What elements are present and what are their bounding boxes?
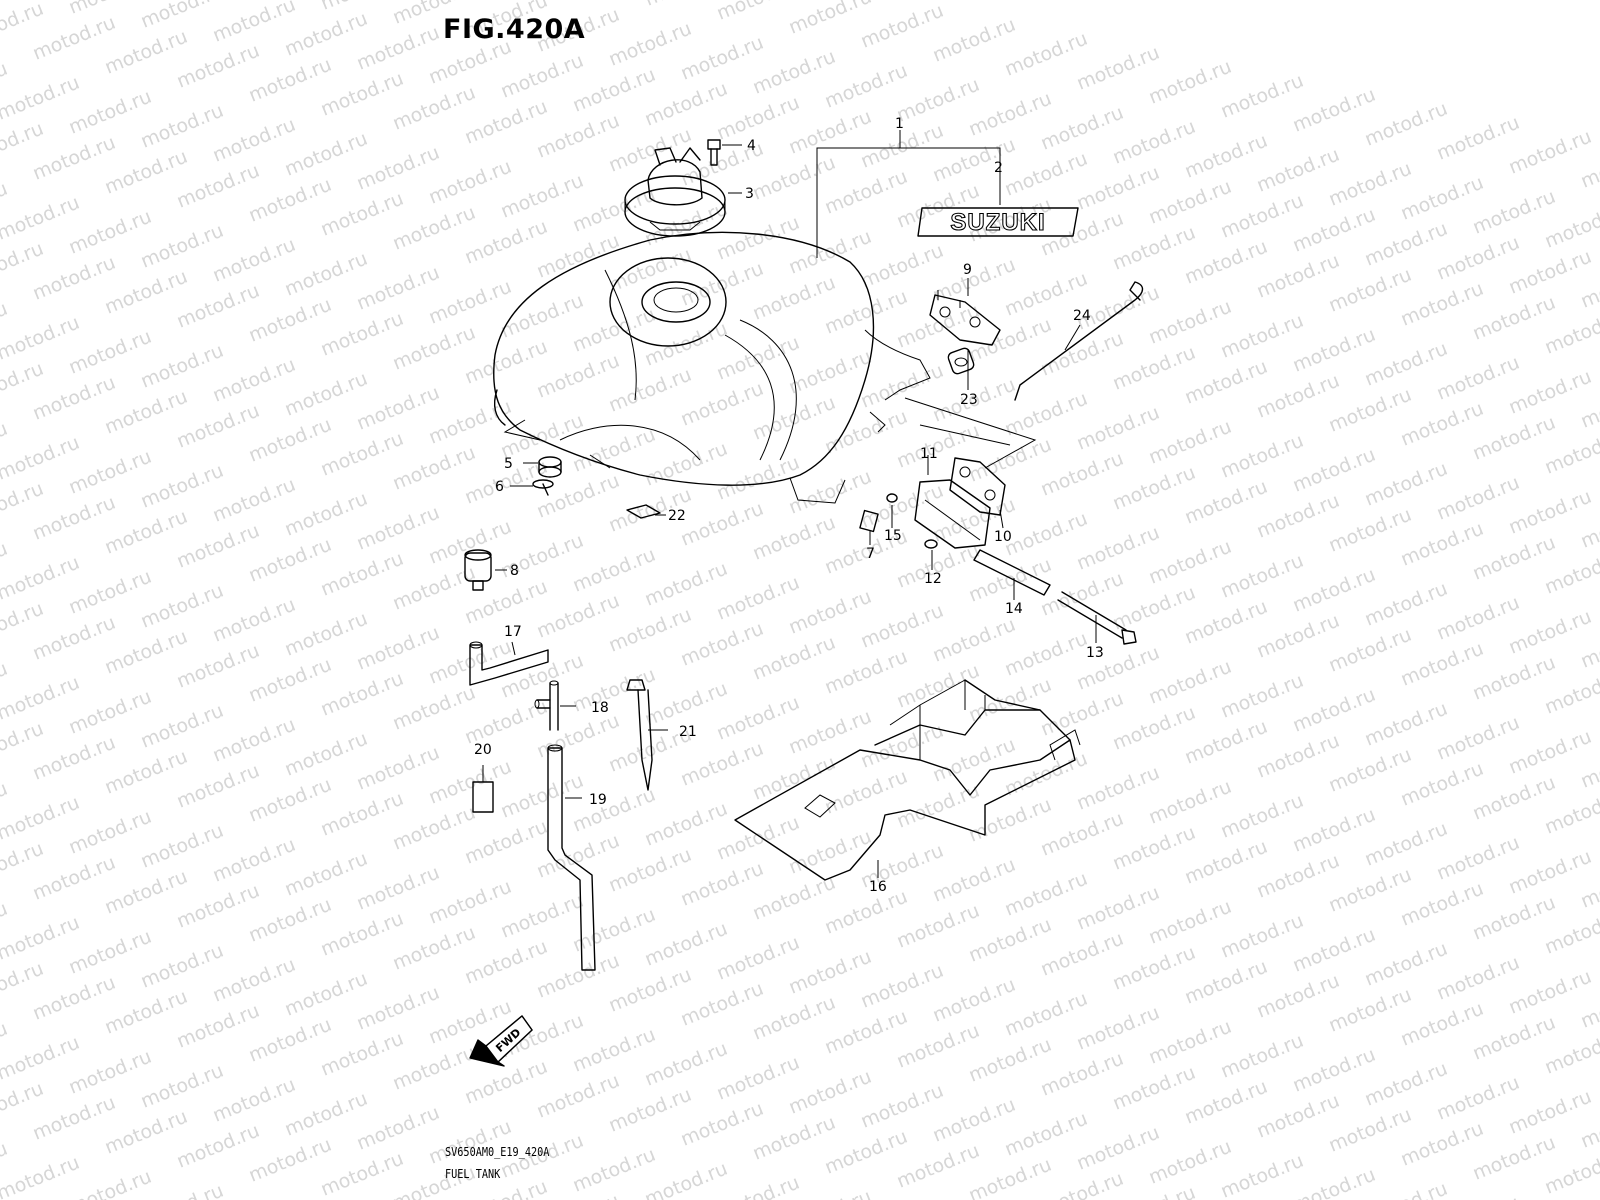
callout-19: 19 bbox=[589, 792, 607, 808]
callout-22: 22 bbox=[668, 508, 686, 524]
fuel-tank bbox=[493, 231, 1037, 504]
callout-4: 4 bbox=[747, 138, 756, 154]
callout-6: 6 bbox=[495, 479, 504, 495]
callout-14: 14 bbox=[1005, 601, 1023, 617]
suzuki-emblem: SUZUKI bbox=[917, 207, 1079, 237]
figure-name: FUEL TANK bbox=[445, 1167, 501, 1181]
callout-10: 10 bbox=[994, 529, 1012, 545]
clamp-21 bbox=[626, 679, 653, 791]
callout-13: 13 bbox=[1086, 645, 1104, 661]
tank-bracket-front bbox=[929, 290, 1001, 346]
pivot-bolt bbox=[1057, 591, 1137, 645]
hose-19 bbox=[547, 744, 596, 971]
washer-12 bbox=[924, 539, 938, 549]
callout-24: 24 bbox=[1073, 308, 1091, 324]
figure-code: SV650AM0_E19_420A bbox=[445, 1145, 550, 1159]
callout-16: 16 bbox=[869, 879, 887, 895]
callout-11: 11 bbox=[920, 446, 938, 462]
damper-8 bbox=[464, 549, 492, 591]
heat-shield bbox=[734, 679, 1081, 881]
callout-12: 12 bbox=[924, 571, 942, 587]
callout-9: 9 bbox=[963, 262, 972, 278]
emblem-text: SUZUKI bbox=[950, 209, 1045, 236]
callout-2: 2 bbox=[994, 160, 1003, 176]
tank-cushion bbox=[947, 347, 975, 375]
label-22 bbox=[626, 504, 661, 519]
collar-6 bbox=[532, 479, 554, 496]
callout-5: 5 bbox=[504, 456, 513, 472]
callout-7: 7 bbox=[866, 546, 875, 562]
callout-17: 17 bbox=[504, 624, 522, 640]
t-joint-18 bbox=[534, 680, 559, 731]
callout-3: 3 bbox=[745, 186, 754, 202]
washer-15 bbox=[886, 493, 898, 503]
callouts: 1 2 3 4 5 6 7 8 9 10 11 12 13 14 15 16 1… bbox=[474, 116, 1104, 895]
figure-title: FIG.420A bbox=[443, 14, 586, 45]
callout-20: 20 bbox=[474, 742, 492, 758]
hose-17 bbox=[469, 641, 549, 686]
watermark-text: motod.ru bbox=[0, 1152, 83, 1200]
callout-8: 8 bbox=[510, 563, 519, 579]
callout-15: 15 bbox=[884, 528, 902, 544]
pivot-pin bbox=[973, 549, 1051, 596]
leader-lines bbox=[482, 130, 1097, 878]
callout-18: 18 bbox=[591, 700, 609, 716]
callout-1: 1 bbox=[895, 116, 904, 132]
callout-21: 21 bbox=[679, 724, 697, 740]
tank-hinge bbox=[914, 457, 1006, 549]
grommet-5 bbox=[538, 456, 562, 478]
pad-7 bbox=[859, 509, 879, 533]
callout-23: 23 bbox=[960, 392, 978, 408]
prop-rod bbox=[1014, 281, 1144, 401]
cap-bolt bbox=[707, 139, 721, 166]
fuel-cap bbox=[624, 147, 726, 237]
